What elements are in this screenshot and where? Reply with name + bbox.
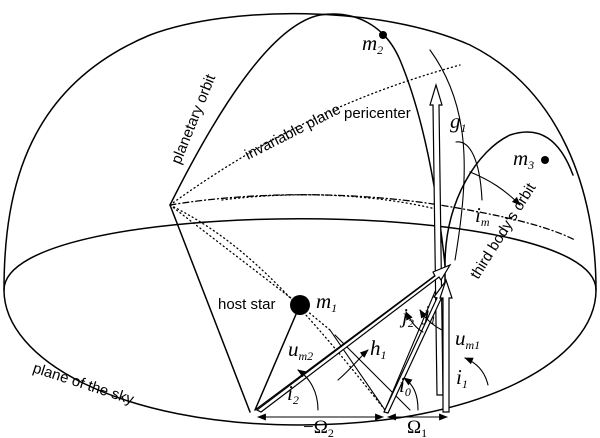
m3-symbol: m3	[513, 146, 534, 172]
star-radius-line	[254, 304, 301, 411]
host-star-label: host star	[218, 296, 276, 313]
i1-symbol: i1	[456, 365, 468, 391]
reference-dash-dot-arc	[169, 194, 576, 241]
planetary-orbit-arc	[169, 13, 446, 413]
invariable-plane-circle	[169, 64, 461, 411]
angle-arc-i1	[464, 357, 489, 386]
j2-symbol: j2	[399, 304, 414, 330]
omega1-symbol: Ω1	[407, 417, 427, 438]
m1-symbol: m1	[316, 289, 337, 315]
hemisphere-outline	[3, 12, 597, 291]
third-body-orbit-inner-arc	[455, 141, 483, 201]
m3-body-dot	[541, 156, 549, 164]
g1-arrow	[429, 82, 444, 396]
i2-symbol: i2	[287, 381, 299, 407]
invariable-plane-label: invariable plane	[242, 101, 343, 164]
um1-symbol: um1	[455, 326, 480, 352]
m2-body-dot	[379, 31, 387, 39]
planetary-orbit-label: planetary orbit	[168, 71, 220, 166]
third-body-orbit-label: third body's orbit	[467, 179, 540, 282]
orbit-plane-arc	[429, 49, 465, 261]
m2-symbol: m2	[362, 31, 383, 57]
i0-symbol: i0	[399, 373, 411, 399]
angle-arc-h1	[337, 349, 369, 381]
angle-arc-j2	[405, 311, 424, 333]
um1-arrow	[439, 278, 453, 413]
third-body-orbit-arc	[444, 131, 574, 396]
h1-symbol: h1	[370, 336, 387, 362]
angle-arc-im	[469, 171, 521, 206]
im-symbol: im	[475, 203, 490, 229]
angle-arc-i0	[403, 377, 419, 411]
star-to-right-dotted	[221, 194, 441, 211]
plane-of-the-sky-label: plane of the sky	[31, 360, 137, 409]
angle-arc-j1	[419, 309, 443, 331]
plane-of-sky-ellipse	[3, 218, 597, 426]
um2-symbol: um2	[288, 337, 313, 363]
host-star-dot	[290, 295, 310, 315]
sky-plane-chords	[254, 267, 446, 411]
pericenter-label: pericenter	[344, 105, 411, 122]
g1-symbol: g1	[450, 109, 467, 135]
j1-symbol: j1	[421, 301, 436, 327]
angle-arc-i2	[297, 369, 319, 411]
minus-omega2-symbol: −Ω2	[303, 417, 334, 438]
